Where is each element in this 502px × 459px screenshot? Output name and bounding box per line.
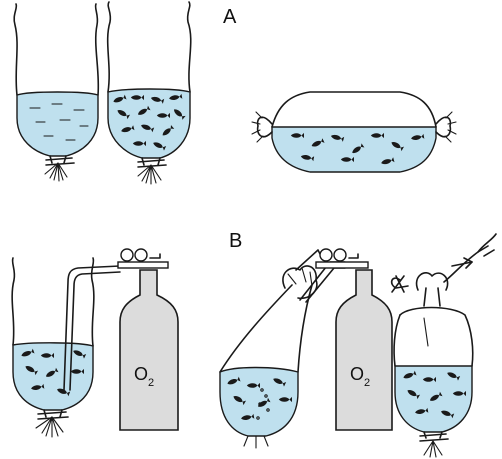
bag-with-fish: [108, 2, 191, 184]
oxygen-label: O: [134, 364, 148, 384]
oxygen-label-subscript: 2: [148, 377, 154, 389]
bag-held-by-hand: [220, 250, 345, 448]
oxygen-bottle-left: O 2: [118, 249, 178, 430]
bag-being-oxygenated: [12, 258, 94, 437]
oxygen-label-subscript: 2: [364, 377, 370, 389]
inflated-bag-tied: [392, 234, 496, 457]
oxygen-label: O: [350, 364, 364, 384]
sealed-bag-flat: [252, 92, 456, 172]
bag-water-only: [14, 4, 98, 181]
